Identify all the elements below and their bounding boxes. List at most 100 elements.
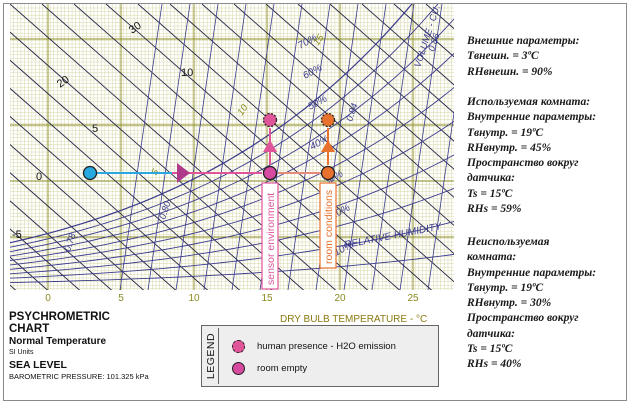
x-tick-label: 10 xyxy=(188,293,200,304)
point-room-occupied xyxy=(320,112,336,128)
volume-line xyxy=(399,4,443,290)
enthalpy-label: 5 xyxy=(92,123,98,135)
enthalpy-line xyxy=(10,172,145,290)
note-line: Ts = 15ºC xyxy=(467,343,513,356)
volume-line xyxy=(119,4,163,290)
x-tick-label: 15 xyxy=(261,293,273,304)
enthalpy-label: -5 xyxy=(12,229,22,241)
enthalpy-line xyxy=(10,31,305,290)
enthalpy-line xyxy=(10,115,209,290)
volume-line xyxy=(343,4,387,290)
volume-line xyxy=(231,4,275,290)
volume-label: 0.84 xyxy=(344,102,360,123)
point-room-empty xyxy=(320,165,336,181)
note-line: датчика: xyxy=(467,172,515,185)
note-line: Неиспользуемая xyxy=(467,236,550,248)
legend-item-label: human presence - H2O emission xyxy=(257,341,396,352)
rh-curve xyxy=(10,253,454,284)
note-line: Используемая комната: xyxy=(467,96,591,108)
rh-curve xyxy=(10,187,454,275)
enthalpy-line xyxy=(10,144,177,290)
legend-item-human-presence: human presence - H2O emission xyxy=(232,340,396,353)
legend-title-cell: LEGEND xyxy=(204,328,219,384)
note-line: Внутренние параметры: xyxy=(467,266,597,279)
title-line-5: SEA LEVEL xyxy=(9,359,67,371)
enthalpy-line xyxy=(41,4,369,290)
enthalpy-line xyxy=(329,4,454,114)
enthalpy-line xyxy=(201,4,454,227)
enthalpy-line xyxy=(361,4,454,86)
note-line: Пространство вокруг xyxy=(467,312,579,325)
legend-item-room-empty: room empty xyxy=(232,362,307,375)
room-annotation-label: room conditions xyxy=(323,190,335,264)
volume-line xyxy=(427,110,454,290)
enthalpy-line xyxy=(10,200,113,290)
title-line-2: CHART xyxy=(9,322,50,335)
note-line: Tвнутр. = 19ºC xyxy=(467,126,544,139)
enthalpy-label: 20 xyxy=(55,74,72,91)
note-line: комната: xyxy=(467,251,517,264)
note-line: датчика: xyxy=(467,327,515,340)
solid-circle-icon xyxy=(232,362,245,375)
dashed-circle-icon xyxy=(232,340,245,353)
notes-used-room: Используемая комната: Внутренние парамет… xyxy=(467,95,627,217)
point-outdoor xyxy=(82,165,98,181)
legend-item-label: room empty xyxy=(257,363,308,374)
heating-arrow-icon xyxy=(177,163,190,183)
note-line: Ts = 15ºC xyxy=(467,187,513,200)
point-sensor-occupied xyxy=(262,112,278,128)
title-line-6: BAROMETRIC PRESSURE: 101.325 kPa xyxy=(9,372,149,381)
note-line: Пространство вокруг xyxy=(467,157,579,170)
notes-unused-room: Неиспользуемая комната: Внутренние парам… xyxy=(467,235,627,373)
rh-curve xyxy=(10,18,454,253)
enthalpy-label: 30 xyxy=(127,20,144,37)
sensor-annotation-label: sensor environment xyxy=(265,193,277,285)
note-line: Внутренние параметры: xyxy=(467,111,597,124)
enthalpy-line xyxy=(265,4,454,170)
volume-line xyxy=(287,4,331,290)
rh-curve xyxy=(10,86,454,261)
legend-title: LEGEND xyxy=(205,332,217,380)
rh-curve xyxy=(10,120,454,266)
room-annotation-box xyxy=(319,182,337,269)
enthalpy-line xyxy=(73,4,401,290)
note-line: Tвнутр. = 19ºC xyxy=(467,281,544,294)
point-sensor-empty xyxy=(262,165,278,181)
note-line: Tвнешн. = 3ºC xyxy=(467,50,539,63)
enthalpy-line xyxy=(137,4,454,283)
rh-curve xyxy=(10,4,413,244)
note-line: Внешние параметры: xyxy=(467,35,580,47)
enthalpy-label: 10 xyxy=(181,67,193,79)
title-line-4: SI Units xyxy=(9,349,34,356)
room-humid-arrow-icon xyxy=(321,140,335,152)
x-tick-label: 25 xyxy=(407,293,419,304)
enthalpy-label: 0 xyxy=(36,171,42,183)
enthalpy-line xyxy=(393,4,454,58)
enthalpy-line xyxy=(10,4,337,290)
title-line-3: Normal Temperature xyxy=(9,336,107,347)
enthalpy-line xyxy=(10,228,81,290)
enthalpy-line xyxy=(10,59,273,290)
sensor-annotation-box xyxy=(261,182,279,290)
note-line: RHвнутр. = 45% xyxy=(467,141,552,154)
sensor-humid-arrow-icon xyxy=(263,140,277,152)
enthalpy-line xyxy=(169,4,454,255)
x-tick-label: 5 xyxy=(118,293,124,304)
enthalpy-line xyxy=(233,4,454,198)
enthalpy-line xyxy=(10,87,241,290)
volume-line xyxy=(371,4,415,290)
note-line: RHs = 40% xyxy=(467,358,522,371)
x-tick-label: 20 xyxy=(334,293,346,304)
rh-curve xyxy=(10,52,454,257)
legend-box: LEGEND human presence - H2O emission roo… xyxy=(201,325,439,387)
note-line: RHвнутр. = 30% xyxy=(467,297,552,310)
title-line-1: PSYCHROMETRIC xyxy=(9,311,110,323)
rh-curve xyxy=(10,221,454,279)
rh-curve xyxy=(10,154,454,270)
volume-line xyxy=(175,4,219,290)
rh-curve xyxy=(10,4,439,248)
x-tick-label: 0 xyxy=(45,293,51,304)
note-line: RHs = 59% xyxy=(467,203,522,216)
volume-line xyxy=(203,4,247,290)
